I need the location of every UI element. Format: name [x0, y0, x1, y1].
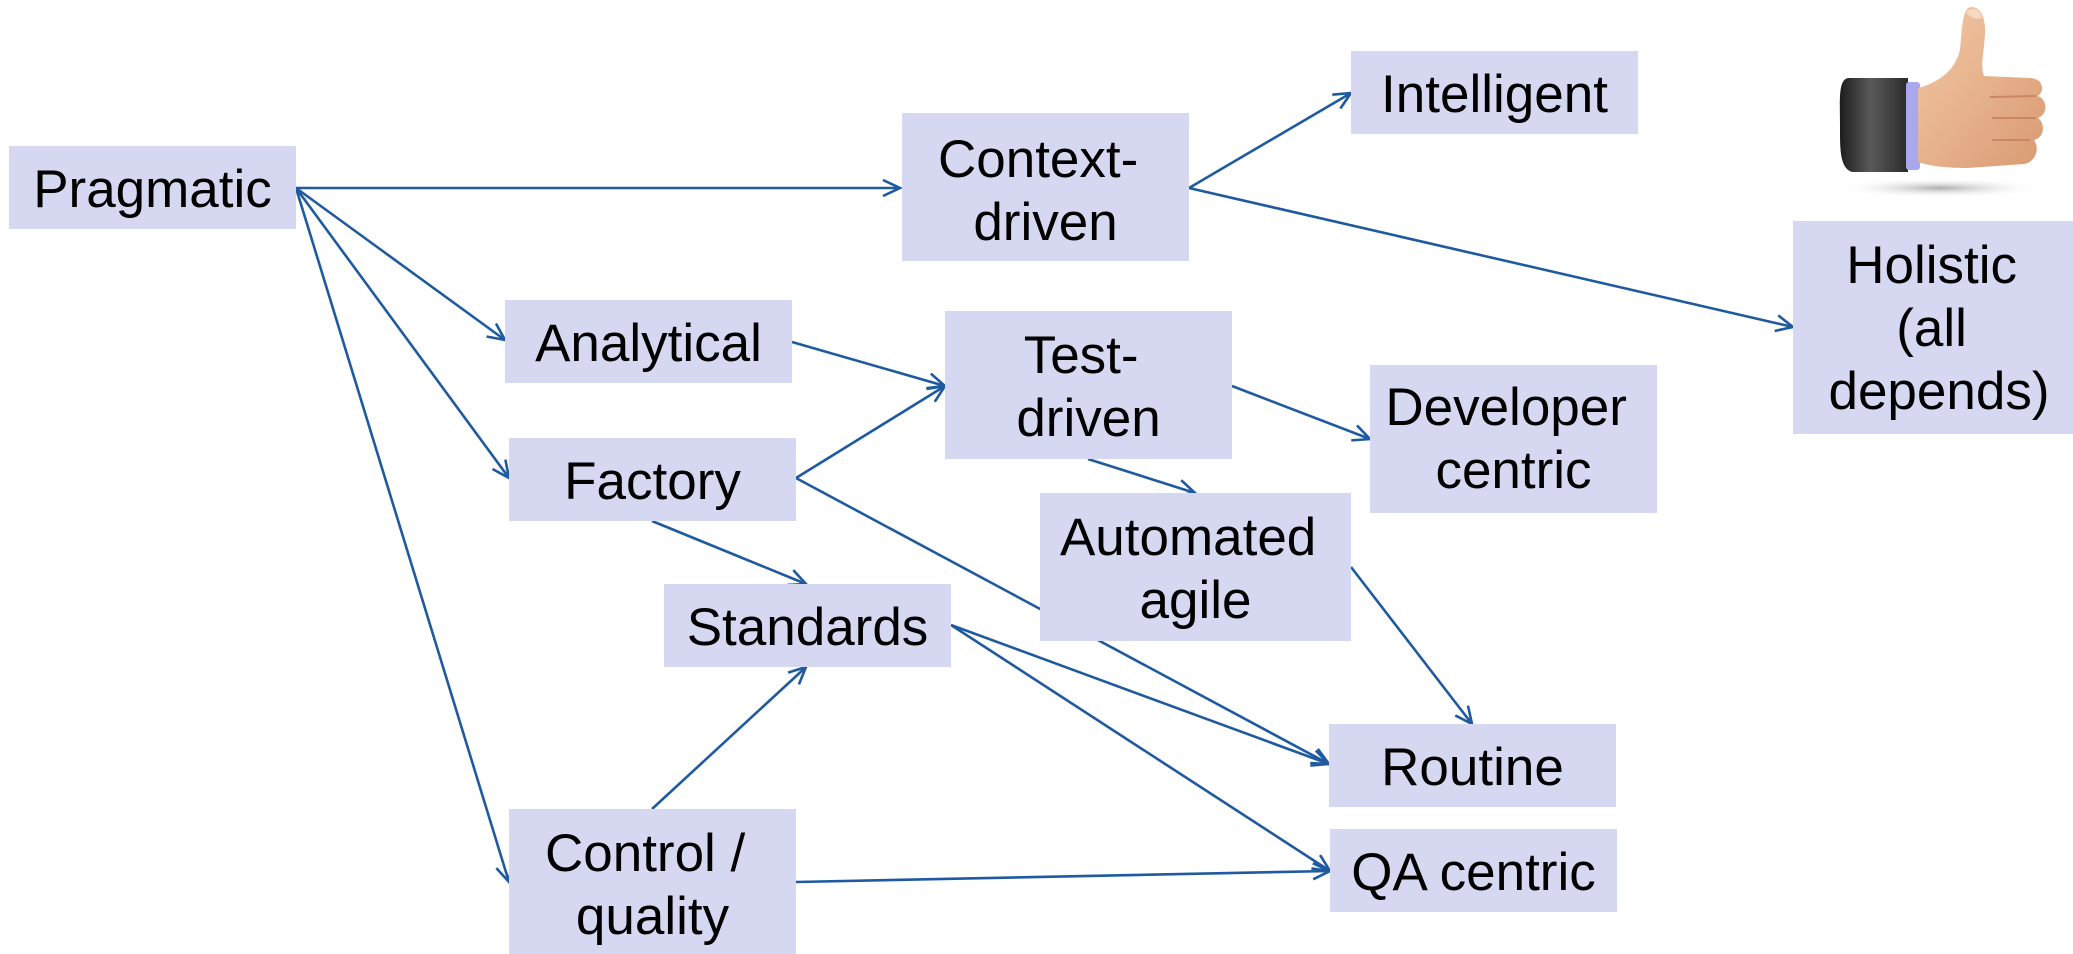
svg-text:Routine: Routine — [1381, 738, 1564, 797]
node-routine-label: Routine — [1381, 738, 1564, 797]
node-developer-centric-box — [1370, 365, 1657, 513]
node-analytical-box — [505, 300, 792, 383]
node-factory-box — [509, 438, 796, 521]
edge-context-driven-to-intelligent — [1188, 93, 1351, 190]
edge-standards-to-qa-centric — [950, 623, 1330, 871]
node-holistic-label-1: Holistic — [1846, 236, 2017, 295]
node-qa-centric-label: QA centric — [1351, 843, 1595, 902]
svg-text:Factory: Factory — [564, 452, 741, 511]
edge-control-quality-to-qa-centric — [795, 871, 1330, 884]
svg-text:QA centric: QA centric — [1351, 843, 1595, 902]
svg-text:Automated agile: Automated agile — [1060, 508, 1331, 630]
svg-text:Test- driven: Test- driven — [1016, 326, 1160, 448]
svg-text:Holistic (all depe: Holistic (all depends) — [1828, 236, 2049, 421]
node-test-driven-label-2: driven — [1016, 389, 1160, 448]
node-pragmatic-label: Pragmatic — [33, 160, 272, 219]
edge-pragmatic-to-control-quality — [294, 187, 509, 882]
svg-text:Developer centric: Developer centric — [1385, 378, 1641, 500]
node-factory: Factory — [509, 438, 796, 521]
edge-pragmatic-to-factory — [294, 187, 509, 478]
edge-context-driven-to-holistic — [1188, 186, 1793, 327]
edge-control-quality-to-standards — [651, 667, 806, 810]
edge-automated-agile-to-routine — [1349, 566, 1472, 724]
node-context-driven-label-2: driven — [973, 193, 1117, 252]
node-developer-centric-label-2: centric — [1435, 441, 1591, 500]
thumbs-up-icon — [1835, 7, 2046, 198]
edge-factory-to-test-driven — [795, 386, 945, 480]
edge-factory-to-standards — [651, 519, 806, 584]
edges — [294, 93, 1793, 884]
node-test-driven-box — [945, 311, 1232, 459]
edge-test-driven-to-developer-centric — [1231, 384, 1370, 439]
svg-text:Context- driven: Context- driven — [938, 130, 1153, 252]
svg-text:Intelligent: Intelligent — [1381, 65, 1608, 124]
node-routine: Routine — [1329, 724, 1616, 807]
node-holistic-label-3: depends) — [1828, 362, 2049, 421]
node-intelligent: Intelligent — [1351, 51, 1638, 134]
node-holistic-box — [1793, 221, 2073, 434]
svg-text:Standards: Standards — [687, 598, 929, 657]
node-intelligent-label: Intelligent — [1381, 65, 1608, 124]
node-standards-label: Standards — [687, 598, 929, 657]
node-holistic-label-2: (all — [1896, 299, 1967, 358]
node-standards-box — [664, 584, 951, 667]
node-holistic: Holistic (all depends) — [1793, 221, 2073, 434]
node-control-quality: Control / quality — [509, 809, 796, 954]
node-control-quality-label-2: quality — [576, 887, 730, 946]
node-context-driven-box — [902, 113, 1189, 261]
node-analytical: Analytical — [505, 300, 792, 383]
node-control-quality-box — [509, 809, 796, 954]
node-pragmatic: Pragmatic — [9, 146, 296, 229]
svg-text:Analytical: Analytical — [535, 314, 762, 373]
node-automated-agile-label-1: Automated — [1060, 508, 1316, 567]
node-developer-centric: Developer centric — [1370, 365, 1657, 513]
edge-test-driven-to-automated-agile — [1087, 457, 1195, 493]
edge-analytical-to-test-driven — [791, 340, 945, 386]
node-automated-agile-box — [1040, 493, 1351, 641]
node-automated-agile-label-2: agile — [1140, 571, 1252, 630]
node-factory-label: Factory — [564, 452, 741, 511]
node-analytical-label: Analytical — [535, 314, 762, 373]
svg-text:Control / quality: Control / quality — [545, 824, 760, 946]
node-test-driven-label-1: Test- — [1024, 326, 1139, 385]
node-routine-box — [1329, 724, 1616, 807]
node-automated-agile: Automated agile — [1040, 493, 1351, 641]
node-developer-centric-label-1: Developer — [1385, 378, 1627, 437]
node-test-driven: Test- driven — [945, 311, 1232, 459]
node-standards: Standards — [664, 584, 951, 667]
node-context-driven: Context- driven — [902, 113, 1189, 261]
node-control-quality-label-1: Control / — [545, 824, 746, 883]
edge-standards-to-routine — [950, 623, 1329, 764]
node-pragmatic-box — [9, 146, 296, 229]
svg-text:Pragmatic: Pragmatic — [33, 160, 272, 219]
node-intelligent-box — [1351, 51, 1638, 134]
node-qa-centric: QA centric — [1330, 829, 1617, 912]
node-context-driven-label-1: Context- — [938, 130, 1138, 189]
node-qa-centric-box — [1330, 829, 1617, 912]
edge-pragmatic-to-analytical — [295, 186, 505, 340]
